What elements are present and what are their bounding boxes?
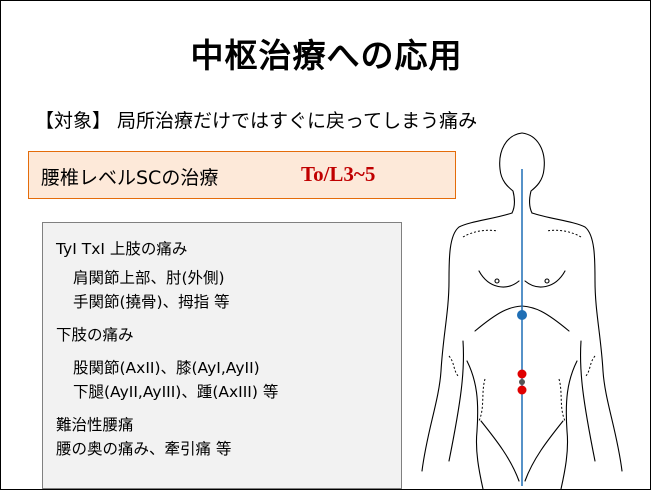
pelvis-right <box>524 420 564 482</box>
left-elbow-dots <box>448 355 460 378</box>
left-hip-dots <box>478 378 486 422</box>
chest-left <box>478 270 520 288</box>
treatment-highlight-box: 腰椎レベルSCの治療 To/L3~5 <box>28 151 456 199</box>
lower-limb-line-2: 下腿(AyII,AyIII)、踵(AxIII) 等 <box>73 383 279 401</box>
red-point-2 <box>517 385 527 395</box>
right-shoulder-dots <box>546 229 582 238</box>
left-shoulder-dots <box>462 229 498 238</box>
pelvis-left <box>480 420 520 482</box>
right-hip-dots <box>558 378 566 422</box>
upper-limb-line-2: 手関節(撓骨)、拇指 等 <box>73 293 230 311</box>
gray-point <box>519 379 525 385</box>
indications-box: TyI TxI 上肢の痛み 肩関節上部、肘(外側) 手関節(撓骨)、拇指 等 下… <box>42 222 402 489</box>
target-text: 【対象】 局所治療だけではすぐに戻ってしまう痛み <box>35 110 478 132</box>
chest-right <box>524 270 566 288</box>
red-point-1 <box>517 369 527 379</box>
low-back-line: 腰の奥の痛み、牽引痛 等 <box>56 440 232 458</box>
blue-point <box>517 310 527 320</box>
upper-limb-heading: TyI TxI 上肢の痛み <box>56 240 188 258</box>
treatment-code: To/L3~5 <box>301 162 376 186</box>
treatment-label: 腰椎レベルSCの治療 <box>41 167 219 189</box>
lower-limb-line-1: 股関節(AxII)、膝(AyI,AyII) <box>73 359 260 377</box>
body-figure <box>421 132 623 489</box>
lower-limb-heading: 下肢の痛み <box>56 326 134 344</box>
torso-right-outline <box>531 212 623 472</box>
right-arm-inner <box>579 340 596 462</box>
slide-title: 中枢治療への応用 <box>190 36 463 75</box>
low-back-heading: 難治性腰痛 <box>56 416 134 434</box>
head-outline <box>499 132 523 214</box>
right-elbow-dots <box>584 355 596 378</box>
left-arm-inner <box>448 340 465 462</box>
upper-limb-line-1: 肩関節上部、肘(外側) <box>73 269 225 287</box>
head-outline-right <box>521 132 545 214</box>
waist-right <box>560 360 578 489</box>
waist-left <box>466 360 484 489</box>
torso-left-outline <box>421 212 513 472</box>
